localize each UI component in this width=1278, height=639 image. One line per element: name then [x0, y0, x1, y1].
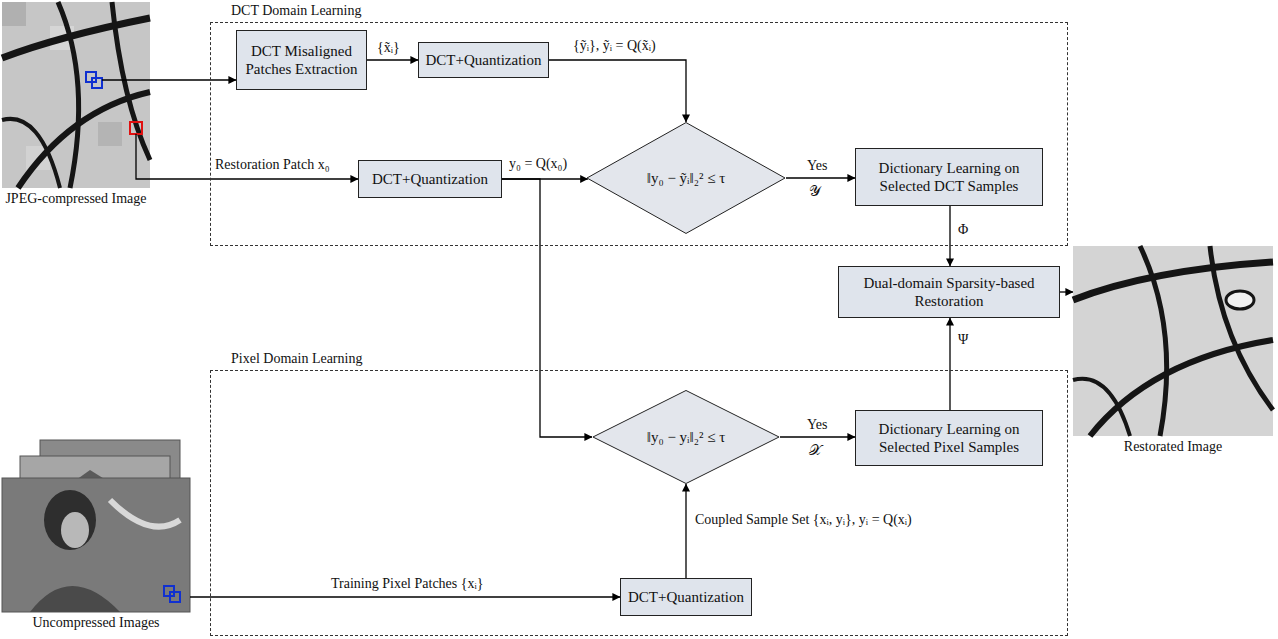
uncompressed-photos-picture — [2, 440, 190, 612]
process-box: Dictionary Learning on Selected Pixel Sa… — [855, 410, 1043, 466]
process-box: DCT Misaligned Patches Extraction — [236, 30, 367, 90]
diamond-shape — [593, 390, 779, 483]
process-box: DCT+Quantization — [418, 42, 549, 78]
process-box: DCT+Quantization — [358, 160, 502, 198]
edge-label: y₀ = Q(x₀) — [508, 156, 568, 172]
process-box: DCT+Quantization — [620, 578, 752, 616]
connector-arrow — [786, 177, 855, 178]
process-box: Dual-domain Sparsity-based Restoration — [838, 266, 1060, 318]
connector-arrow — [780, 436, 855, 437]
edge-label: Yes — [806, 158, 828, 174]
edge-label: {ỹᵢ}, ỹᵢ = Q(x̃ᵢ) — [572, 38, 657, 54]
connector-arrow — [190, 596, 620, 597]
box-label: DCT+Quantization — [372, 170, 488, 188]
connector-arrow — [949, 318, 950, 410]
image-caption: Uncompressed Images — [2, 615, 190, 631]
box-label: ‖y₀ − yᵢ‖₂² ≤ τ — [647, 428, 726, 446]
edge-label: Coupled Sample Set {xᵢ, yᵢ}, yᵢ = Q(xᵢ) — [694, 512, 913, 528]
box-label: Dictionary Learning on Selected Pixel Sa… — [861, 420, 1037, 456]
jpeg-butterfly-picture — [2, 2, 150, 188]
connector-arrow — [367, 59, 418, 60]
connector-arrow — [549, 60, 686, 122]
image-node: JPEG-compressed Image — [2, 2, 150, 188]
edge-label: Yes — [806, 417, 828, 433]
box-label: DCT Misaligned Patches Extraction — [242, 42, 361, 78]
edge-label: {x̃ᵢ} — [376, 40, 401, 56]
connector-arrow — [150, 178, 358, 179]
diamond-shape — [587, 123, 785, 234]
connector-arrow — [1060, 291, 1073, 292]
image-caption: Restorated Image — [1073, 439, 1273, 455]
edge-label: Training Pixel Patches {xᵢ} — [330, 576, 485, 592]
edge-label: Restoration Patch x₀ — [214, 157, 331, 173]
connector-arrow — [150, 79, 236, 80]
edge-label: Φ — [957, 222, 969, 238]
box-label: ‖y₀ − ỹᵢ‖₂² ≤ τ — [647, 169, 726, 187]
box-label: Dictionary Learning on Selected DCT Samp… — [861, 159, 1037, 195]
decision-diamond: ‖y₀ − yᵢ‖₂² ≤ τ — [592, 390, 780, 484]
connector-arrow — [949, 206, 950, 266]
group-heading: DCT Domain Learning — [229, 3, 363, 19]
restored-butterfly-picture — [1073, 246, 1273, 436]
connector-arrow — [685, 484, 686, 578]
set-symbol: 𝒳 — [808, 442, 823, 459]
image-caption: JPEG-compressed Image — [2, 191, 150, 207]
decision-diamond: ‖y₀ − ỹᵢ‖₂² ≤ τ — [586, 122, 786, 234]
set-symbol: 𝒴 — [808, 183, 822, 200]
box-label: DCT+Quantization — [628, 588, 744, 606]
group-region: Pixel Domain Learning‖y₀ − yᵢ‖₂² ≤ τDict… — [210, 370, 1068, 636]
box-label: DCT+Quantization — [426, 51, 542, 69]
connector-arrow — [502, 179, 592, 437]
process-box: Dictionary Learning on Selected DCT Samp… — [855, 148, 1043, 206]
image-node: Restorated Image — [1073, 246, 1273, 436]
group-heading: Pixel Domain Learning — [229, 351, 364, 367]
edge-label: Ψ — [957, 332, 969, 348]
box-label: Dual-domain Sparsity-based Restoration — [844, 274, 1054, 310]
image-node: Uncompressed Images — [2, 440, 190, 612]
group-region: DCT Domain LearningDCT Misaligned Patche… — [210, 22, 1068, 246]
